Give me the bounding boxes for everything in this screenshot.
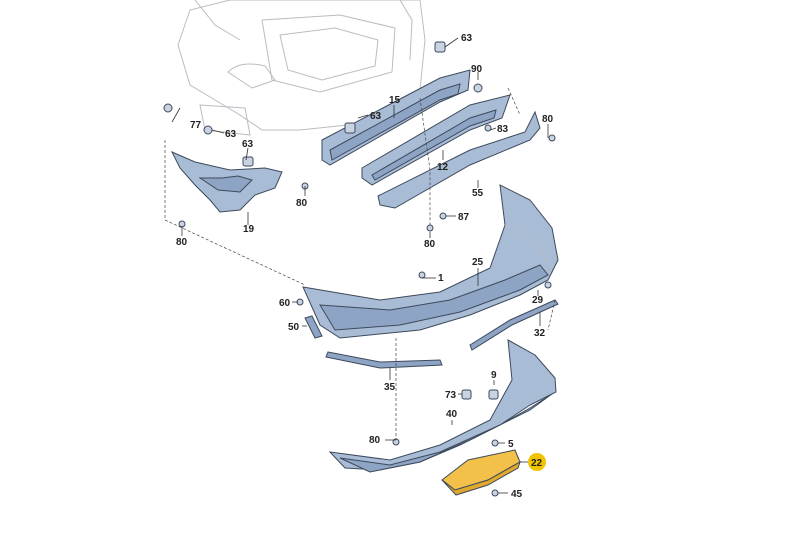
callout-45: 45 [511, 489, 523, 500]
callout-35: 35 [384, 382, 396, 393]
callout-73: 73 [445, 390, 457, 401]
callout-83: 83 [497, 124, 509, 135]
callout-63: 63 [370, 111, 382, 122]
heat-shield-22 [441, 449, 521, 496]
callout-80: 80 [296, 198, 308, 209]
callout-numbers: 63 90 15 63 63 63 77 83 80 12 55 19 80 8… [176, 33, 554, 500]
callout-63: 63 [225, 129, 237, 140]
trim-strips [304, 299, 559, 369]
callout-32: 32 [534, 328, 546, 339]
callout-80: 80 [176, 237, 188, 248]
leader-lines [171, 37, 549, 494]
side-bracket-19 [170, 150, 283, 213]
assembly-lines [164, 87, 556, 440]
callout-63: 63 [461, 33, 473, 44]
callout-87: 87 [458, 212, 470, 223]
callout-15: 15 [389, 95, 401, 106]
callout-22: 22 [531, 458, 543, 469]
callout-9: 9 [491, 370, 497, 381]
callout-5: 5 [508, 439, 514, 450]
energy-absorber-12 [361, 94, 511, 186]
callout-80: 80 [542, 114, 554, 125]
callout-12: 12 [437, 162, 449, 173]
bumper-cover-25 [302, 184, 559, 339]
impact-bar-15 [321, 41, 471, 166]
callout-25: 25 [472, 257, 484, 268]
callout-60: 60 [279, 298, 291, 309]
callout-1: 1 [438, 273, 444, 284]
lower-diffuser-40 [328, 339, 557, 473]
callout-90: 90 [471, 64, 483, 75]
guide-rail-55 [377, 110, 541, 209]
callout-80: 80 [369, 435, 381, 446]
callout-40: 40 [446, 409, 458, 420]
highlight-badge [528, 453, 546, 471]
callout-29: 29 [532, 295, 544, 306]
callout-77: 77 [190, 120, 202, 131]
callout-19: 19 [243, 224, 255, 235]
callout-55: 55 [472, 188, 484, 199]
fasteners [163, 83, 556, 497]
callout-50: 50 [288, 322, 300, 333]
callout-80: 80 [424, 239, 436, 250]
callout-63: 63 [242, 139, 254, 150]
